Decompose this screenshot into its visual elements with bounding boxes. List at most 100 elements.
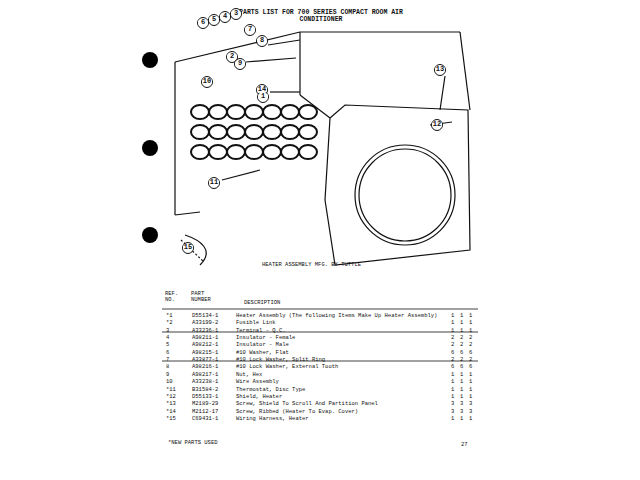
callout-number: 8 <box>257 37 267 44</box>
quantity-cell: 1 <box>460 416 463 422</box>
callout-number: 7 <box>245 26 255 33</box>
table-cell: A98211-1 <box>192 335 218 341</box>
table-cell: A33199-2 <box>192 320 218 326</box>
quantity-cell: 3 <box>460 401 463 407</box>
table-cell: Shield, Heater <box>236 394 282 400</box>
quantity-cell: 6 <box>469 350 472 356</box>
quantity-cell: 1 <box>469 379 472 385</box>
quantity-cell: 1 <box>460 372 463 378</box>
quantity-cell: 1 <box>469 372 472 378</box>
callout-ring <box>245 25 256 36</box>
table-cell: Thermostat, Disc Type <box>236 387 305 393</box>
quantity-cell: 1 <box>460 328 463 334</box>
quantity-cell: 1 <box>469 320 472 326</box>
quantity-cell: 2 <box>451 335 454 341</box>
table-cell: *12 <box>166 394 176 400</box>
quantity-cell: 1 <box>460 313 463 319</box>
callout-number: 10 <box>202 78 212 85</box>
callout-ring <box>235 59 246 70</box>
table-cell: Wiring Harness, Heater <box>236 416 309 422</box>
callout-ring <box>258 92 269 103</box>
callout-number: 13 <box>435 66 445 73</box>
table-cell: #10 Lock Washer, External Tooth <box>236 364 338 370</box>
table-cell: *1 <box>166 313 173 319</box>
callout-ring <box>435 65 446 76</box>
table-cell: 6 <box>166 350 169 356</box>
table-cell: *15 <box>166 416 176 422</box>
table-cell: A98216-1 <box>192 364 218 370</box>
quantity-cell: 1 <box>451 313 454 319</box>
table-cell: Terminal - Q.C. <box>236 328 286 334</box>
quantity-cell: 2 <box>460 335 463 341</box>
quantity-cell: 3 <box>469 401 472 407</box>
table-cell: 7 <box>166 357 169 363</box>
table-cell: Fusible Link <box>236 320 276 326</box>
quantity-cell: 1 <box>451 320 454 326</box>
section-heading: HEATER ASSEMBLY MFG. BY TUTTLE <box>262 262 361 268</box>
quantity-cell: 6 <box>469 364 472 370</box>
table-cell: M2112-17 <box>192 409 218 415</box>
callout-ring <box>209 178 220 189</box>
table-cell: A98217-1 <box>192 372 218 378</box>
quantity-cell: 2 <box>460 342 463 348</box>
quantity-cell: 1 <box>451 387 454 393</box>
quantity-cell: 1 <box>451 372 454 378</box>
callout-ring <box>220 12 231 23</box>
quantity-cell: 1 <box>469 313 472 319</box>
table-cell: A33877-1 <box>192 357 218 363</box>
table-cell: 5 <box>166 342 169 348</box>
table-cell: A33236-1 <box>192 328 218 334</box>
table-cell: #10 Washer, Flat <box>236 350 289 356</box>
callout-number: 15 <box>183 244 193 251</box>
quantity-cell: 3 <box>451 409 454 415</box>
binder-holes <box>142 52 158 243</box>
quantity-cell: 1 <box>451 416 454 422</box>
table-cell: 10 <box>166 379 173 385</box>
table-cell: Heater Assembly (The following Items Mak… <box>236 313 437 319</box>
quantity-cell: 1 <box>460 320 463 326</box>
quantity-cell: 1 <box>460 394 463 400</box>
quantity-cell: 1 <box>460 387 463 393</box>
table-cell: A98212-1 <box>192 342 218 348</box>
quantity-cell: 1 <box>451 394 454 400</box>
quantity-cell: 2 <box>469 342 472 348</box>
quantity-cell: 1 <box>469 394 472 400</box>
quantity-cell: 6 <box>460 350 463 356</box>
column-header: DESCRIPTION <box>244 300 280 306</box>
table-cell: *11 <box>166 387 176 393</box>
callout-ring <box>202 77 213 88</box>
callout-number: 6 <box>198 19 208 26</box>
table-cell: *14 <box>166 409 176 415</box>
table-cell: A98215-1 <box>192 350 218 356</box>
quantity-cell: 1 <box>469 416 472 422</box>
callout-ring <box>432 120 443 131</box>
callout-number: 12 <box>432 121 442 128</box>
callout-ring <box>198 18 209 29</box>
table-cell: 4 <box>166 335 169 341</box>
table-cell: M2189-29 <box>192 401 218 407</box>
footnote: *NEW PARTS USED <box>168 440 218 446</box>
table-cell: *13 <box>166 401 176 407</box>
table-cell: Nut, Hex <box>236 372 262 378</box>
page-title: PARTS LIST FOR 700 SERIES COMPACT ROOM A… <box>236 10 406 24</box>
table-cell: Screw, Shield To Scroll And Partition Pa… <box>236 401 378 407</box>
quantity-cell: 2 <box>469 357 472 363</box>
quantity-cell: 6 <box>451 350 454 356</box>
callout-number: 3 <box>231 10 241 17</box>
quantity-cell: 1 <box>451 379 454 385</box>
table-cell: 3 <box>166 328 169 334</box>
table-cell: B31584-2 <box>192 387 218 393</box>
callout-number: 2 <box>227 53 237 60</box>
callout-ring <box>257 36 268 47</box>
callout-number: 11 <box>209 179 219 186</box>
callout-number: 14 <box>257 86 267 93</box>
callout-number: 1 <box>258 93 268 100</box>
table-cell: Insulator - Female <box>236 335 295 341</box>
table-cell: *2 <box>166 320 173 326</box>
callout-ring <box>209 15 220 26</box>
quantity-cell: 6 <box>451 364 454 370</box>
page-number: 27 <box>461 442 468 448</box>
table-cell: Wire Assembly <box>236 379 279 385</box>
quantity-cell: 2 <box>451 342 454 348</box>
